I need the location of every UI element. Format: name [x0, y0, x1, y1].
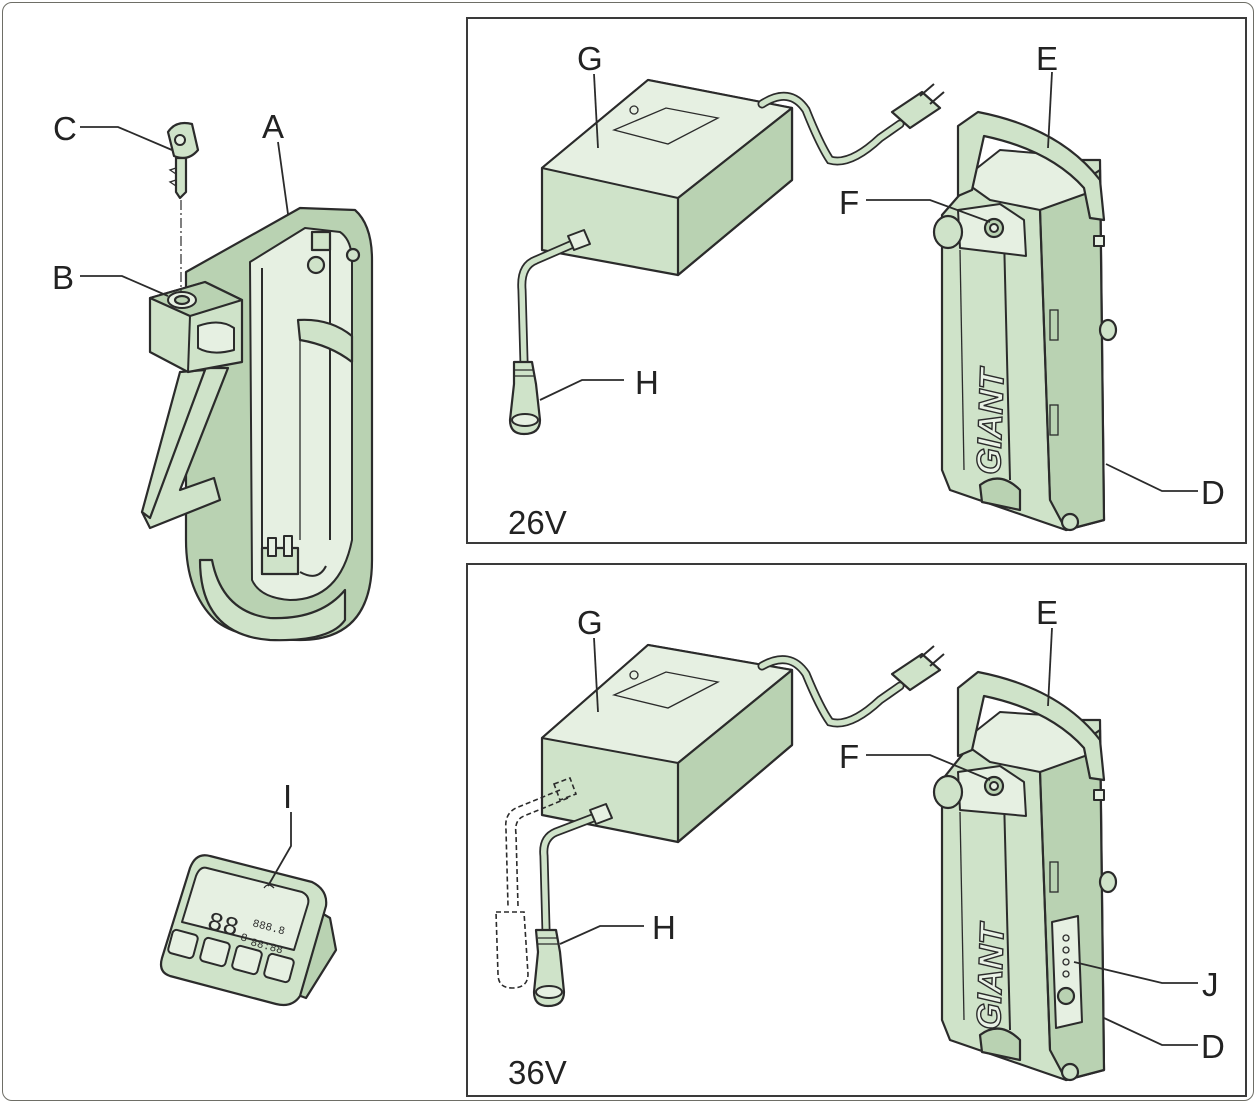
key [166, 121, 200, 292]
label-f-bottom: F [839, 738, 859, 775]
label-g-bottom: G [577, 604, 603, 641]
label-h-bottom: H [652, 909, 676, 946]
leader-e-top [1047, 71, 1053, 149]
battery-brand-36v: GIANT [970, 920, 1012, 1030]
display-small-mid: 8 [239, 932, 248, 945]
charger-26v [508, 78, 945, 436]
leader-d-top [1105, 463, 1198, 492]
leader-f-top [866, 199, 991, 223]
battery-brand-26v: GIANT [970, 365, 1012, 475]
leader-g-bottom [593, 637, 599, 713]
label-b: B [52, 259, 74, 296]
label-e-bottom: E [1036, 594, 1058, 631]
leader-b [80, 275, 169, 297]
charger-36v [495, 643, 945, 1008]
leader-a [277, 141, 289, 215]
label-d-bottom: D [1201, 1028, 1225, 1065]
leader-e-bottom [1047, 627, 1053, 707]
label-h-top: H [635, 364, 659, 401]
label-f-top: F [839, 184, 859, 221]
label-e-top: E [1036, 40, 1058, 77]
label-c: C [53, 110, 77, 147]
label-j: J [1202, 966, 1219, 1003]
leader-d-bottom [1103, 1017, 1198, 1046]
battery-26v: GIANT [932, 110, 1118, 532]
leader-i [267, 812, 292, 887]
leader-c [80, 126, 173, 151]
leader-f-bottom [866, 754, 991, 781]
voltage-label-bottom: 36V [508, 1054, 567, 1091]
label-i: I [283, 778, 292, 815]
leader-h-top [539, 379, 624, 401]
lcd-display-unit: 88 888.8 8 88:88 [159, 854, 338, 1007]
label-a: A [262, 108, 284, 145]
leader-j [1073, 961, 1198, 984]
voltage-label-top: 26V [508, 504, 567, 541]
leader-h-bottom [559, 925, 644, 945]
panel-36v [466, 563, 1247, 1097]
label-d-top: D [1201, 474, 1225, 511]
battery-holder [140, 206, 374, 642]
leader-g-top [593, 73, 599, 149]
label-g-top: G [577, 40, 603, 77]
battery-36v: GIANT [932, 670, 1118, 1082]
